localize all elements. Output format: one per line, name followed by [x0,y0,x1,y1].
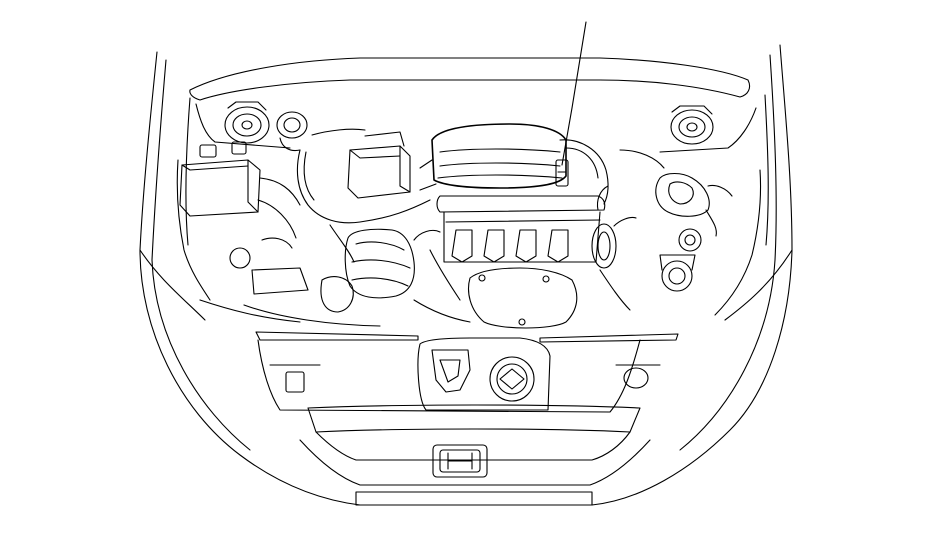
left-reservoir-cap [277,112,307,151]
engine-cover-ribs [420,149,562,190]
throttle-body [592,186,636,268]
fuse-box [312,129,410,198]
radiator-support [256,332,678,412]
battery [180,142,300,238]
intake-runner-3 [516,230,536,262]
hood-edge [190,58,750,100]
right-headlight-mount [616,365,660,388]
right-strut-tower [671,106,713,144]
left-lower-components [230,238,380,326]
air-cleaner [345,229,440,298]
wiring-harness [297,140,664,322]
hood-latch-plate [418,338,550,410]
engine-cover [432,124,566,188]
intake-manifold [437,196,605,262]
coolant-reservoir [660,255,695,291]
callout-leader [556,22,586,186]
radiator-cap [490,357,534,401]
intake-runner-1 [452,230,472,262]
front-bumper [300,405,650,485]
intake-runner-2 [484,230,504,262]
left-inner-fender [177,104,300,322]
valve-cover [469,268,577,328]
brake-master-cylinder [656,174,732,252]
grille-emblem [433,445,487,477]
left-headlight-mount [270,365,320,392]
intake-runner-4 [548,230,568,262]
right-inner-fender [660,108,761,315]
left-strut-tower [225,102,269,143]
car-body-outline [140,45,792,505]
